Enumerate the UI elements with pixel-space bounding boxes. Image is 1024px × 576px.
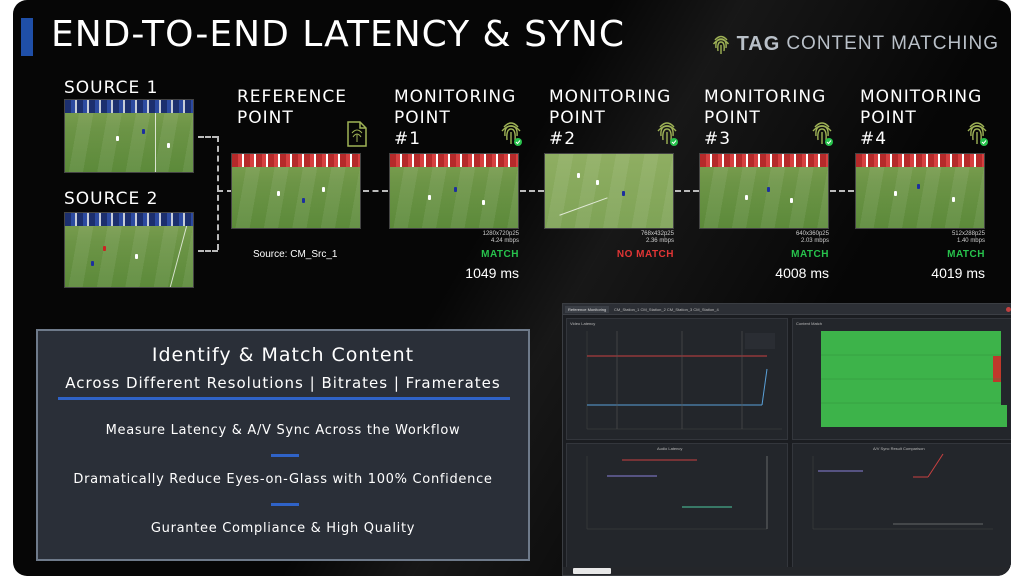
connector-to-reference [217, 190, 233, 192]
fingerprint-icon [712, 35, 729, 54]
mp1-resolution: 1280x720p25 [482, 231, 519, 237]
connector-source-1 [198, 136, 218, 138]
info-divider [271, 454, 299, 457]
info-title: Identify & Match Content [151, 344, 415, 366]
audio-latency-plot [586, 456, 768, 530]
video-latency-plot [586, 331, 782, 430]
mp4-label-line2: POINT [860, 108, 917, 128]
document-icon [347, 121, 367, 147]
pane-content-match: Content Match [792, 318, 1011, 440]
connector-source-2 [198, 250, 218, 252]
reference-source-caption: Source: CM_Src_1 [253, 249, 338, 260]
mp4-thumbnail [855, 153, 985, 229]
mp4-resolution: 512x288p25 [951, 231, 985, 237]
brand-logo: TAG CONTENT MATCHING [711, 32, 999, 56]
pane-audio-latency: Audio Latency [566, 443, 788, 568]
mp2-label-line1: MONITORING [549, 87, 672, 107]
content-match-heatmap [821, 331, 1007, 427]
pane-av-sync: A/V Sync Result Comparison [792, 443, 1011, 568]
info-underline [58, 397, 510, 400]
pane-video-latency: Video Latency [566, 318, 788, 440]
dashboard-tab[interactable]: CM_Station_1 CM_Station_2 CM_Station_3 C… [614, 307, 719, 312]
mp4-bitrate: 1.40 mbps [956, 238, 985, 244]
mp2-label-line2: POINT [549, 108, 606, 128]
source-2-label: SOURCE 2 [64, 189, 159, 209]
pane-title: Video Latency [570, 321, 596, 326]
mp4-latency: 4019 ms [931, 265, 985, 281]
fingerprint-match-icon [501, 122, 522, 146]
mp3-status: MATCH [791, 249, 829, 260]
source-2-thumbnail [64, 212, 194, 288]
title-accent-bar [21, 18, 33, 56]
pane-title: Content Match [796, 321, 823, 326]
mp3-thumbnail [699, 153, 829, 229]
mp2-status: NO MATCH [616, 249, 674, 260]
dashboard-tab[interactable]: Reference Monitoring [565, 306, 610, 313]
info-divider [271, 503, 299, 506]
connector-mp3-mp4 [830, 190, 854, 192]
slide: END-TO-END LATENCY & SYNC TAG CONTENT MA… [13, 0, 1011, 576]
close-icon[interactable] [1006, 307, 1011, 312]
mp1-label-line2: POINT [394, 108, 451, 128]
status-chip[interactable] [573, 568, 611, 574]
mp1-latency: 1049 ms [465, 265, 519, 281]
source-1-label: SOURCE 1 [64, 78, 159, 98]
pane-title: A/V Sync Result Comparison [873, 446, 925, 451]
mp1-bitrate: 4.24 mbps [490, 238, 519, 244]
connector-mp1-mp2 [520, 190, 544, 192]
av-sync-plot [812, 453, 993, 530]
mp2-bitrate: 2.36 mbps [645, 238, 674, 244]
mp3-bitrate: 2.03 mbps [800, 238, 829, 244]
mp1-thumbnail [389, 153, 519, 229]
reference-label-line1: REFERENCE [237, 87, 347, 107]
fingerprint-match-icon [967, 122, 988, 146]
mp3-label-line2: POINT [704, 108, 761, 128]
info-panel: Identify & Match Content Across Differen… [36, 329, 530, 561]
mp2-label-line3: #2 [549, 129, 577, 149]
mp2-thumbnail [544, 153, 674, 229]
info-subtitle: Across Different Resolutions | Bitrates … [65, 374, 501, 392]
dashboard-footer [563, 567, 1011, 575]
page-title: END-TO-END LATENCY & SYNC [51, 14, 625, 55]
brand-name: TAG [736, 32, 781, 55]
mp3-label-line3: #3 [704, 129, 732, 149]
dashboard-tabbar: Reference Monitoring CM_Station_1 CM_Sta… [563, 304, 1011, 315]
mp1-status: MATCH [481, 249, 519, 260]
mp4-label-line3: #4 [860, 129, 888, 149]
info-point-3: Gurantee Compliance & High Quality [150, 521, 416, 536]
mp3-label-line1: MONITORING [704, 87, 827, 107]
connector-mp2-mp3 [675, 190, 699, 192]
mp2-resolution: 768x432p25 [640, 231, 674, 237]
mp3-latency: 4008 ms [775, 265, 829, 281]
fingerprint-match-icon [657, 122, 678, 146]
source-1-thumbnail [64, 99, 194, 173]
connector-ref-mp1 [363, 190, 388, 192]
mp4-label-line1: MONITORING [860, 87, 983, 107]
dashboard-screenshot: Reference Monitoring CM_Station_1 CM_Sta… [562, 303, 1011, 576]
brand-product: CONTENT MATCHING [786, 33, 999, 54]
info-point-1: Measure Latency & A/V Sync Across the Wo… [105, 423, 461, 438]
mp3-resolution: 640x360p25 [795, 231, 829, 237]
info-point-2: Dramatically Reduce Eyes-on-Glass with 1… [73, 472, 493, 487]
pane-title: Audio Latency [657, 446, 683, 451]
connector-vertical [217, 136, 219, 250]
mp1-label-line1: MONITORING [394, 87, 517, 107]
mp1-label-line3: #1 [394, 129, 422, 149]
fingerprint-match-icon [812, 122, 833, 146]
reference-thumbnail [231, 153, 361, 229]
reference-label-line2: POINT [237, 108, 294, 128]
mp4-status: MATCH [947, 249, 985, 260]
